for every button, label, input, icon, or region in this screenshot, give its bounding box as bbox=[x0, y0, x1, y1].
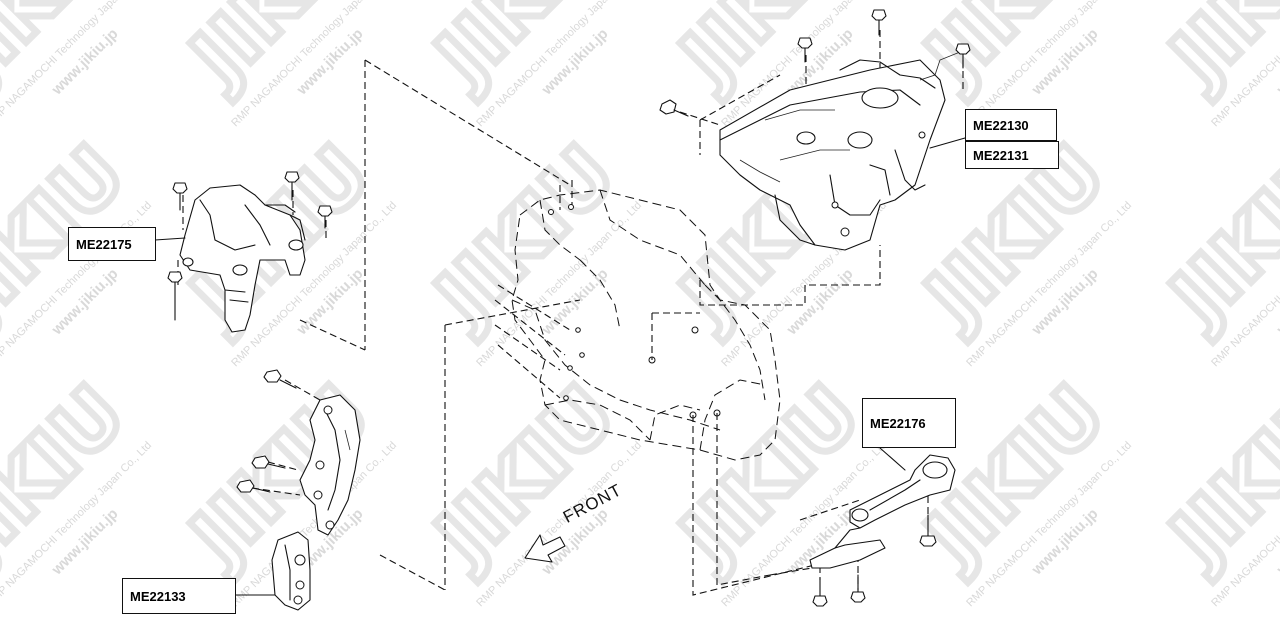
bolt-rod-2 bbox=[812, 577, 828, 607]
bracket-lower-left bbox=[299, 394, 361, 536]
label-me22130: ME22130 bbox=[965, 109, 1057, 141]
bolt-top-4 bbox=[659, 99, 689, 117]
assembly-guide-lines bbox=[177, 30, 964, 596]
leader-lines bbox=[154, 137, 966, 596]
bolt-left-3 bbox=[317, 205, 333, 229]
mount-me22130-assembly bbox=[719, 49, 966, 251]
mount-me22176-torque-rod bbox=[809, 454, 956, 569]
label-me22175: ME22175 bbox=[68, 227, 156, 261]
bolt-bracket-2 bbox=[251, 455, 286, 469]
bolt-top-1 bbox=[797, 37, 813, 63]
mount-me22133-body bbox=[271, 531, 311, 611]
label-me22133: ME22133 bbox=[122, 578, 236, 614]
bolt-top-3 bbox=[955, 43, 971, 69]
watermark-logo: JIKIU bbox=[416, 0, 632, 105]
bolt-bracket-3 bbox=[236, 479, 271, 493]
watermark-logo: JIKIU bbox=[171, 0, 387, 105]
bolt-left-1 bbox=[172, 182, 188, 211]
bolt-top-2 bbox=[871, 9, 887, 36]
bolt-left-4 bbox=[167, 271, 183, 321]
bolt-rod-1 bbox=[919, 514, 937, 547]
front-arrow-icon bbox=[524, 534, 566, 563]
bolt-bracket-1 bbox=[263, 369, 297, 389]
label-me22176: ME22176 bbox=[862, 398, 956, 448]
engine-block-outline bbox=[511, 189, 781, 461]
mount-me22175-assembly bbox=[179, 184, 306, 333]
label-me22131: ME22131 bbox=[965, 141, 1059, 169]
watermark-logo: JIKIU bbox=[1151, 0, 1280, 105]
bolt-left-2 bbox=[284, 171, 300, 201]
bolt-rod-3 bbox=[850, 574, 866, 603]
